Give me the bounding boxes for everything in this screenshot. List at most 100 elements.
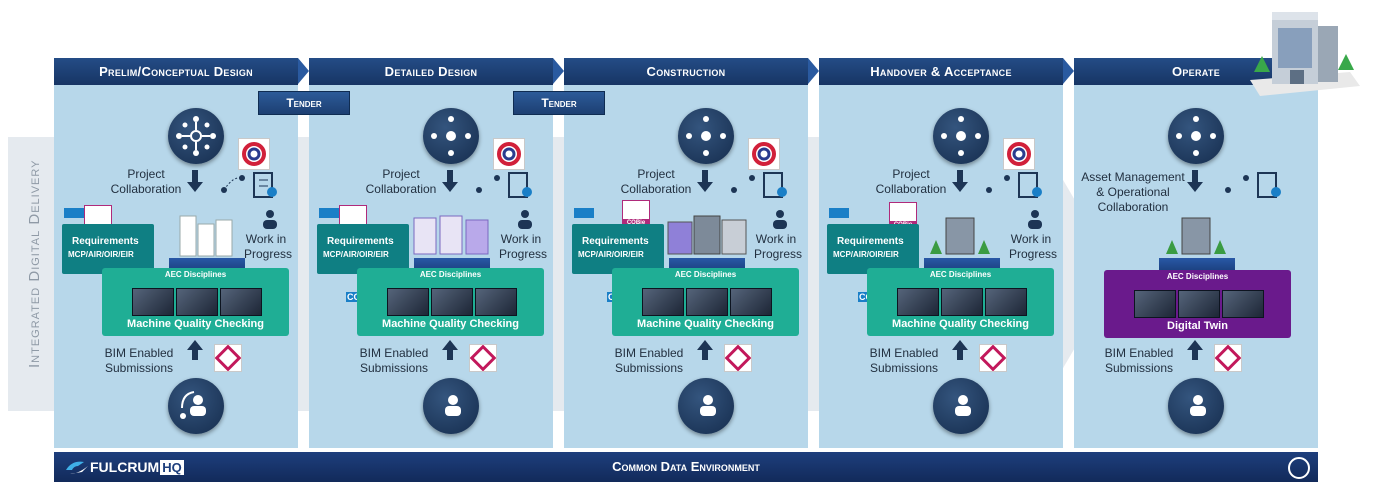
requirements-box: Requirements MCP/AIR/OIR/EIR bbox=[317, 224, 409, 274]
arrow-down-icon bbox=[1187, 182, 1203, 192]
checklist-icon bbox=[763, 172, 787, 198]
requirements-box: Requirements MCP/AIR/OIR/EIR bbox=[62, 224, 154, 274]
model-cube-icon bbox=[475, 288, 517, 316]
flow-arrow bbox=[1192, 170, 1198, 182]
tender-badge-2: Tender bbox=[513, 91, 605, 115]
flow-arrow bbox=[702, 170, 708, 182]
model-cube-icon bbox=[1134, 290, 1176, 318]
requirements-box: Requirements MCP/AIR/OIR/EIR bbox=[827, 224, 919, 274]
bim-submissions-label: BIM Enabled Submissions bbox=[869, 346, 939, 375]
model-cube-icon bbox=[1222, 290, 1264, 318]
machine-quality-checking-box: AEC Disciplines Machine Quality Checking bbox=[357, 268, 544, 336]
arrow-down-icon bbox=[442, 182, 458, 192]
collaboration-label: Asset Management & Operational Collabora… bbox=[1081, 170, 1185, 214]
bim-submissions-label: BIM Enabled Submissions bbox=[104, 346, 174, 375]
model-cube-icon bbox=[176, 288, 218, 316]
chevron-right-icon bbox=[553, 58, 564, 84]
workflow-icon bbox=[1225, 175, 1249, 193]
model-cube-icon bbox=[686, 288, 728, 316]
tender-badge-1: Tender bbox=[258, 91, 350, 115]
model-cube-icon bbox=[132, 288, 174, 316]
model-cube-icon bbox=[897, 288, 939, 316]
collaboration-label: Project Collaboration bbox=[365, 167, 437, 196]
model-cube-icon bbox=[730, 288, 772, 316]
stage-header-4: Handover & Acceptance bbox=[819, 58, 1063, 85]
dataset-icon bbox=[574, 208, 594, 218]
stage-header-2: Detailed Design bbox=[309, 58, 553, 85]
collaboration-logo-icon bbox=[493, 138, 525, 170]
submission-hub-icon bbox=[423, 378, 479, 434]
arrow-down-icon bbox=[952, 182, 968, 192]
arrow-down-icon bbox=[187, 182, 203, 192]
flow-arrow bbox=[447, 350, 453, 360]
dataset-icon bbox=[64, 208, 84, 218]
side-label: Integrated Digital Delivery bbox=[26, 159, 43, 368]
team-icon bbox=[263, 210, 277, 229]
workflow-icon bbox=[986, 175, 1010, 193]
wip-label: Work in Progress bbox=[754, 232, 803, 261]
machine-quality-checking-box: AEC Disciplines Machine Quality Checking bbox=[867, 268, 1054, 336]
cde-title: Common Data Environment bbox=[612, 459, 760, 474]
dataset-icon bbox=[319, 208, 339, 218]
submission-hub-icon bbox=[1168, 378, 1224, 434]
collaboration-logo-icon bbox=[1003, 138, 1035, 170]
building-model-icon bbox=[667, 215, 747, 255]
building-model-icon bbox=[930, 217, 990, 255]
collaboration-label: Project Collaboration bbox=[620, 167, 692, 196]
ifc-logo-icon bbox=[979, 344, 1007, 372]
bim-submissions-label: BIM Enabled Submissions bbox=[614, 346, 684, 375]
bim-submissions-label: BIM Enabled Submissions bbox=[1104, 346, 1174, 375]
workflow-icon bbox=[731, 175, 755, 193]
collaboration-hub-icon bbox=[933, 108, 989, 164]
wip-label: Work in Progress bbox=[244, 232, 293, 261]
model-cube-icon bbox=[220, 288, 262, 316]
layers-icon bbox=[1288, 457, 1310, 479]
arrow-up-icon bbox=[952, 340, 968, 350]
model-cube-icon bbox=[642, 288, 684, 316]
bim-submissions-label: BIM Enabled Submissions bbox=[359, 346, 429, 375]
model-cube-icon bbox=[1178, 290, 1220, 318]
arrow-up-icon bbox=[697, 340, 713, 350]
model-cube-icon bbox=[387, 288, 429, 316]
checklist-icon bbox=[1257, 172, 1281, 198]
machine-quality-checking-box: AEC Disciplines Machine Quality Checking bbox=[102, 268, 289, 336]
requirements-box: Requirements MCP/AIR/OIR/EIR bbox=[572, 224, 664, 274]
flow-arrow bbox=[447, 170, 453, 182]
stage-header-1: Prelim/Conceptual Design bbox=[54, 58, 298, 85]
submission-hub-icon bbox=[168, 378, 224, 434]
chevron-right-icon bbox=[808, 58, 819, 84]
building-model-icon bbox=[413, 215, 489, 255]
arrow-up-icon bbox=[1187, 340, 1203, 350]
collaboration-hub-icon bbox=[423, 108, 479, 164]
team-icon bbox=[518, 210, 532, 229]
checklist-icon bbox=[1018, 172, 1042, 198]
office-building-icon bbox=[1250, 12, 1360, 96]
building-model-icon bbox=[1166, 217, 1226, 255]
collaboration-label: Project Collaboration bbox=[875, 167, 947, 196]
collaboration-logo-icon bbox=[748, 138, 780, 170]
flow-arrow bbox=[957, 350, 963, 360]
model-cube-icon bbox=[431, 288, 473, 316]
collaboration-logo-icon bbox=[238, 138, 270, 170]
ifc-logo-icon bbox=[1214, 344, 1242, 372]
dataset-icon bbox=[829, 208, 849, 218]
checklist-icon bbox=[508, 172, 532, 198]
digital-twin-box: AEC Disciplines Digital Twin bbox=[1104, 270, 1291, 338]
team-icon bbox=[1028, 210, 1042, 229]
flow-arrow bbox=[957, 170, 963, 182]
checklist-icon bbox=[253, 172, 277, 198]
building-model-icon bbox=[179, 215, 233, 257]
flow-arrow bbox=[1192, 350, 1198, 360]
platform bbox=[1159, 258, 1235, 272]
workflow-icon bbox=[476, 175, 500, 193]
stage-header-3: Construction bbox=[564, 58, 808, 85]
fulcrum-logo-icon bbox=[66, 461, 88, 474]
collaboration-label: Project Collaboration bbox=[110, 167, 182, 196]
wip-label: Work in Progress bbox=[1009, 232, 1058, 261]
team-icon bbox=[773, 210, 787, 229]
ifc-logo-icon bbox=[469, 344, 497, 372]
flow-arrow bbox=[192, 350, 198, 360]
flow-arrow bbox=[702, 350, 708, 360]
